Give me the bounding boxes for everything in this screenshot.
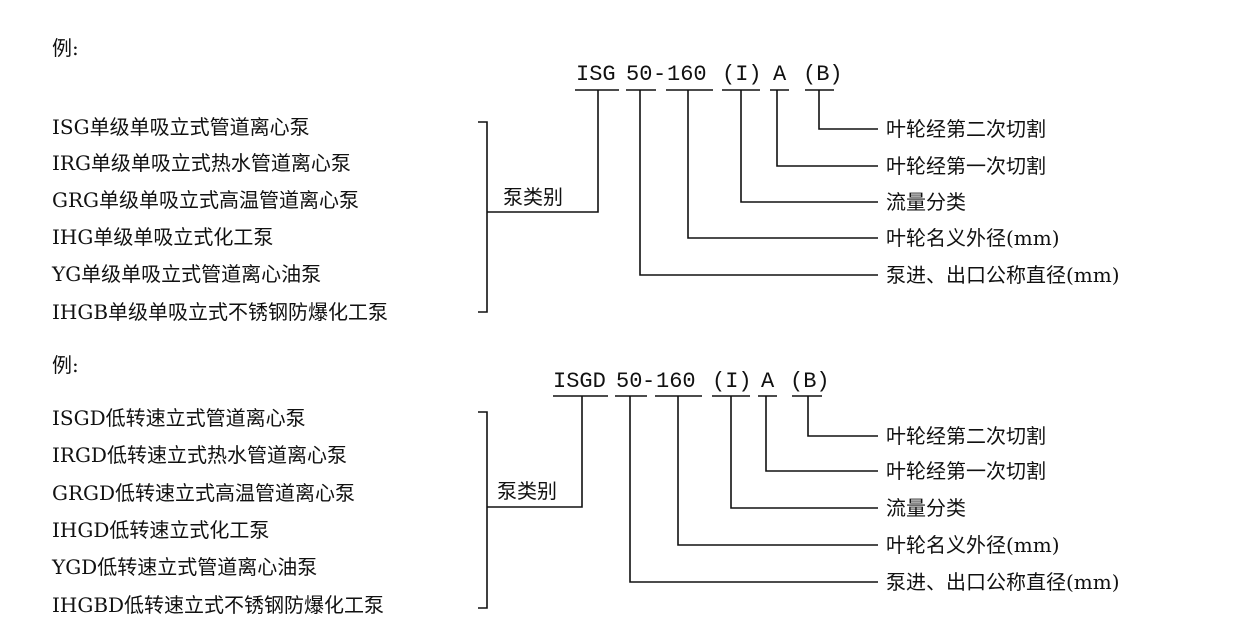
pump-type-item: YGD低转速立式管道离心油泵 xyxy=(52,555,318,579)
code-diameter: 50 xyxy=(616,369,643,394)
leader-impeller xyxy=(687,90,878,239)
leader-cut2 xyxy=(818,90,878,130)
code-cut1: A xyxy=(773,62,787,87)
code-dash: - xyxy=(653,62,667,87)
example-label: 例: xyxy=(52,353,79,377)
pump-type-item: GRG单级单吸立式高温管道离心泵 xyxy=(52,188,360,212)
pump-type-item: YG单级单吸立式管道离心油泵 xyxy=(52,262,322,286)
leader-flow xyxy=(740,90,878,203)
leader-impeller xyxy=(677,396,878,546)
code-cut2: (B) xyxy=(803,62,843,87)
pump-type-item: IHGBD低转速立式不锈钢防爆化工泵 xyxy=(52,593,385,617)
description-diameter: 泵进、出口公称直径(mm) xyxy=(886,570,1120,594)
leader-flow xyxy=(730,396,878,509)
description-flow: 流量分类 xyxy=(886,496,966,520)
pump-type-item: IHGB单级单吸立式不锈钢防爆化工泵 xyxy=(52,300,389,324)
description-cut2: 叶轮经第二次切割 xyxy=(886,117,1046,141)
code-series: ISGD xyxy=(553,369,606,394)
leader-diameter xyxy=(639,90,878,276)
pump-type-item: IRG单级单吸立式热水管道离心泵 xyxy=(52,151,351,175)
leader-cut1 xyxy=(776,90,878,167)
leader-cut1 xyxy=(765,396,878,472)
code-cut1: A xyxy=(761,369,775,394)
category-label: 泵类别 xyxy=(497,479,557,503)
code-impeller: 160 xyxy=(667,62,707,87)
code-series: ISG xyxy=(576,62,616,87)
code-flow: (I) xyxy=(712,369,752,394)
pump-type-item: GRGD低转速立式高温管道离心泵 xyxy=(52,481,356,505)
code-impeller: 160 xyxy=(656,369,696,394)
code-dash: - xyxy=(642,369,656,394)
description-impeller: 叶轮名义外径(mm) xyxy=(886,533,1060,557)
category-connector xyxy=(487,396,583,508)
type-bracket xyxy=(478,121,488,313)
type-bracket xyxy=(478,411,488,609)
pump-type-item: IHGD低转速立式化工泵 xyxy=(52,518,270,542)
pump-type-item: ISG单级单吸立式管道离心泵 xyxy=(52,115,310,139)
example-label: 例: xyxy=(52,36,79,60)
description-cut1: 叶轮经第一次切割 xyxy=(886,154,1046,178)
description-flow: 流量分类 xyxy=(886,190,966,214)
leader-cut2 xyxy=(807,396,878,437)
category-label: 泵类别 xyxy=(503,185,563,209)
description-diameter: 泵进、出口公称直径(mm) xyxy=(886,263,1120,287)
description-impeller: 叶轮名义外径(mm) xyxy=(886,226,1060,250)
code-cut2: (B) xyxy=(790,369,830,394)
code-flow: (I) xyxy=(722,62,762,87)
leader-diameter xyxy=(629,396,878,583)
pump-type-item: IRGD低转速立式热水管道离心泵 xyxy=(52,443,347,467)
pump-type-item: ISGD低转速立式管道离心泵 xyxy=(52,406,306,430)
category-connector xyxy=(487,90,599,213)
code-diameter: 50 xyxy=(626,62,653,87)
description-cut1: 叶轮经第一次切割 xyxy=(886,459,1046,483)
description-cut2: 叶轮经第二次切割 xyxy=(886,424,1046,448)
pump-type-item: IHG单级单吸立式化工泵 xyxy=(52,225,274,249)
